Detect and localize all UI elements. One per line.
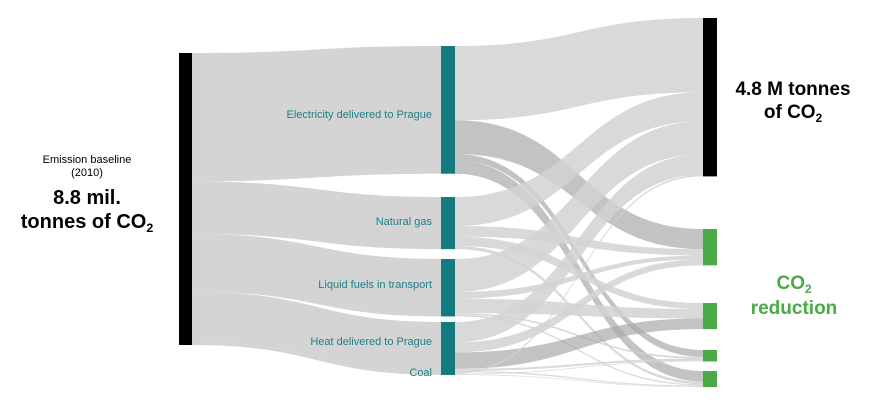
reduction-bar-r2 <box>703 303 717 330</box>
flow-electricity-to-r1 <box>455 120 703 250</box>
remaining-emissions-bar <box>703 18 717 177</box>
flow-coal-to-r4 <box>455 374 703 388</box>
node-bar-gas <box>441 197 455 250</box>
node-label-coal: Coal <box>409 367 432 379</box>
flow-baseline-to-electricity <box>192 46 441 182</box>
reduction-label-co: CO <box>776 273 805 294</box>
source-links <box>192 46 441 375</box>
node-bar-heat <box>441 322 455 373</box>
baseline-caption-line2: (2010) <box>71 167 103 179</box>
output-links <box>455 18 703 388</box>
reduction-bar-r3 <box>703 350 717 362</box>
flow-transport-to-remaining <box>455 121 703 292</box>
node-label-electricity: Electricity delivered to Prague <box>286 109 432 121</box>
flow-baseline-to-heat <box>192 291 441 373</box>
flow-gas-to-remaining <box>455 92 703 227</box>
node-label-heat: Heat delivered to Prague <box>310 336 432 348</box>
remaining-label-subscript: 2 <box>815 112 823 126</box>
baseline-value: 8.8 mil. tonnes of CO2 <box>0 186 182 236</box>
node-label-liquid-fuels: Liquid fuels in transport <box>318 279 432 291</box>
remaining-label-line1: 4.8 M tonnes <box>735 79 851 100</box>
node-bar-transport <box>441 259 455 317</box>
baseline-caption-line1: Emission baseline <box>42 154 132 166</box>
remaining-emissions-label: 4.8 M tonnes of CO2 <box>708 78 878 126</box>
flow-coal-to-remaining <box>455 174 703 374</box>
remaining-label-unit: of CO <box>763 102 816 123</box>
flow-electricity-to-remaining <box>455 18 703 121</box>
baseline-value-subscript: 2 <box>146 221 154 236</box>
reduction-label-line1: CO2 <box>724 272 864 297</box>
flow-heat-to-r3 <box>455 358 703 371</box>
reduction-label-subscript: 2 <box>804 283 812 297</box>
remaining-label-line2: of CO2 <box>708 101 878 126</box>
flow-baseline-to-transport <box>192 233 441 317</box>
reduction-label: CO2 reduction <box>724 272 864 320</box>
flow-baseline-to-gas <box>192 181 441 250</box>
flow-heat-to-remaining <box>455 154 703 343</box>
flow-transport-to-r1 <box>455 255 703 299</box>
flow-gas-to-r2 <box>455 236 703 309</box>
baseline-value-unit: tonnes of CO <box>20 211 147 233</box>
node-bar-electricity <box>441 46 455 174</box>
node-bar-coal <box>441 372 455 375</box>
baseline-value-line2: tonnes of CO2 <box>0 210 182 236</box>
flow-baseline-to-coal <box>192 342 441 375</box>
baseline-caption: Emission baseline (2010) <box>0 154 182 180</box>
flow-heat-to-r1 <box>455 259 703 353</box>
flow-heat-to-r2 <box>455 318 703 369</box>
baseline-value-line1: 8.8 mil. <box>53 187 121 209</box>
node-label-natural-gas: Natural gas <box>375 216 432 228</box>
node-bars <box>179 18 717 388</box>
baseline-source-bar <box>179 53 192 345</box>
flow-heat-to-r4 <box>455 370 703 387</box>
flow-coal-to-r3 <box>455 360 703 375</box>
reduction-bar-r1 <box>703 229 717 266</box>
reduction-bar-r4 <box>703 371 717 388</box>
reduction-label-line2: reduction <box>750 298 838 319</box>
flow-transport-to-r4 <box>455 314 703 386</box>
